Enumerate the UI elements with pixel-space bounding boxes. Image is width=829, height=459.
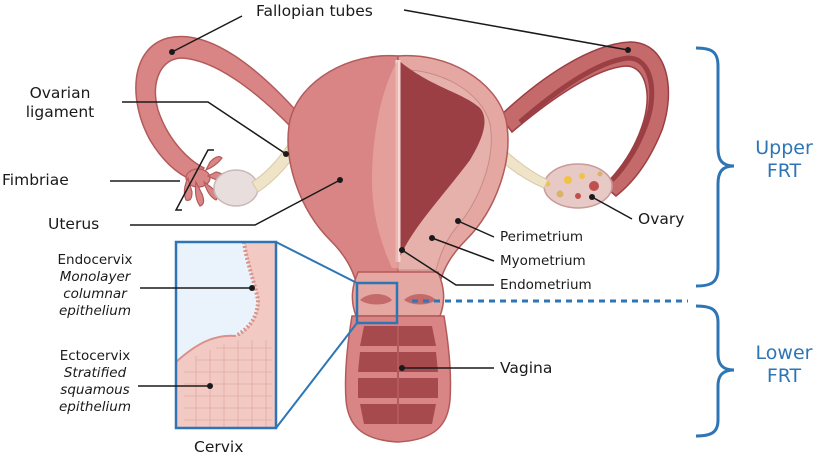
upper-frt-line2: FRT	[766, 160, 802, 182]
label-ovarian-ligament-line2: ligament	[25, 103, 95, 121]
lower-frt-line1: Lower	[755, 342, 813, 364]
label-ovarian-ligament-line1: Ovarian	[29, 84, 91, 102]
label-uterus: Uterus	[48, 215, 100, 233]
label-ovarian-ligament: Ovarian ligament	[8, 84, 112, 122]
ectocervix-line1: Stratified	[63, 365, 127, 381]
label-endometrium: Endometrium	[500, 277, 592, 293]
cervix-zoom-box	[355, 281, 399, 325]
uterus-body-left	[287, 54, 399, 283]
upper-frt-brace	[695, 46, 735, 288]
left-ovary	[213, 169, 259, 207]
label-endocervix: Endocervix Monolayer columnar epithelium	[30, 252, 160, 320]
label-lower-frt: Lower FRT	[744, 342, 824, 388]
fimbriae-bracket	[174, 149, 214, 211]
lower-frt-brace	[695, 304, 735, 438]
cervix-inset	[174, 240, 278, 430]
label-ovary: Ovary	[638, 210, 685, 228]
ectocervix-title: Ectocervix	[59, 348, 131, 364]
right-ovary	[543, 163, 613, 209]
uterine-cavity	[398, 60, 485, 262]
label-ectocervix: Ectocervix Stratified squamous epitheliu…	[30, 348, 160, 416]
endocervix-title: Endocervix	[57, 252, 133, 268]
leader-lines	[110, 9, 633, 387]
label-fallopian-tubes: Fallopian tubes	[256, 2, 373, 20]
label-myometrium: Myometrium	[500, 253, 586, 269]
ectocervix-line2: squamous	[60, 382, 130, 398]
endocervix-line3: epithelium	[59, 303, 131, 319]
ectocervix-line3: epithelium	[59, 399, 131, 415]
label-fimbriae: Fimbriae	[2, 171, 69, 189]
label-upper-frt: Upper FRT	[744, 137, 824, 183]
label-perimetrium: Perimetrium	[500, 229, 584, 245]
label-vagina: Vagina	[500, 359, 553, 377]
endocervix-line2: columnar	[63, 286, 127, 302]
label-cervix: Cervix	[194, 438, 244, 456]
lower-frt-line2: FRT	[766, 365, 802, 387]
upper-frt-line1: Upper	[755, 137, 813, 159]
endocervix-line1: Monolayer	[59, 269, 131, 285]
